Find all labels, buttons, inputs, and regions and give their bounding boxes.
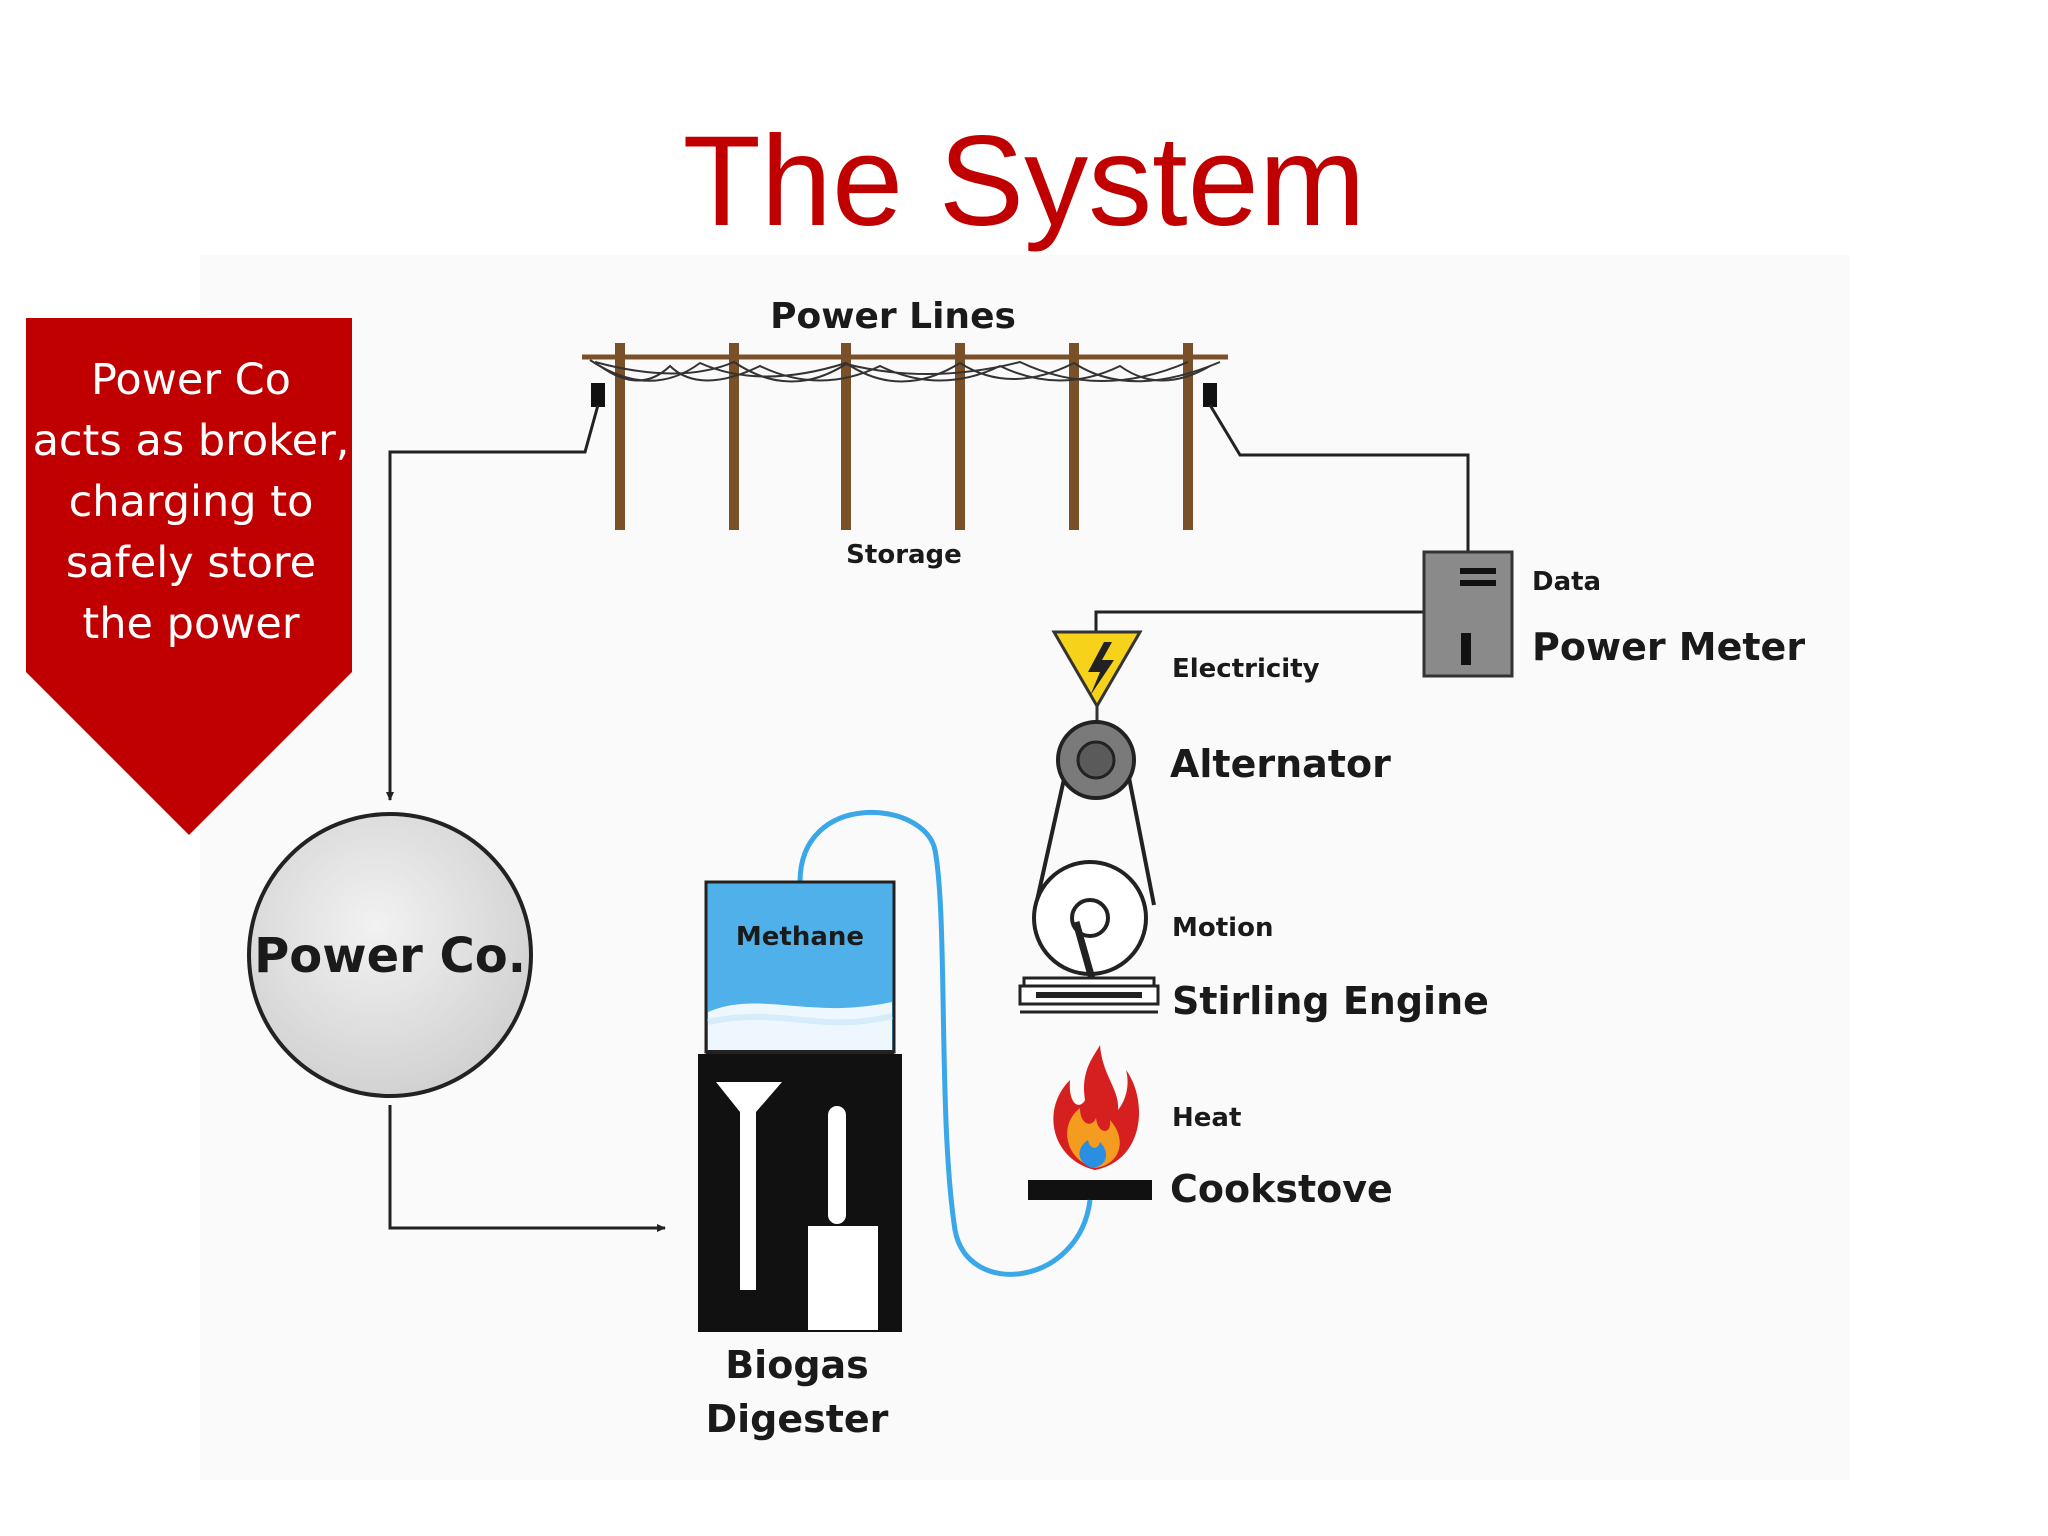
callout-line: safely store — [65, 538, 317, 588]
callout-line: Power Co — [90, 355, 291, 405]
wire-lines-to-meter — [1208, 404, 1470, 552]
label-data: Data — [1532, 567, 1601, 597]
biogas-digester-icon — [698, 880, 902, 1332]
label-alternator: Alternator — [1170, 742, 1391, 786]
wire-lines-to-powerco — [386, 404, 600, 801]
label-heat: Heat — [1172, 1103, 1241, 1133]
callout-line: acts as broker, — [32, 416, 350, 466]
power-co-node — [247, 812, 533, 1098]
label-stirling-engine: Stirling Engine — [1172, 979, 1489, 1023]
label-power-co: Power Co. — [254, 928, 526, 984]
callout-line: the power — [82, 599, 300, 649]
alternator-icon — [1034, 720, 1156, 906]
methane-pipe — [797, 809, 1093, 1277]
power-lines — [582, 343, 1228, 530]
label-power-lines: Power Lines — [770, 296, 1016, 337]
callout-shape — [26, 318, 352, 835]
cookstove-icon — [1028, 1180, 1152, 1200]
label-biogas: Biogas — [725, 1343, 869, 1387]
stirling-engine-icon — [1018, 860, 1160, 1014]
label-motion: Motion — [1172, 913, 1273, 943]
label-digester: Digester — [706, 1397, 889, 1441]
label-electricity: Electricity — [1172, 654, 1320, 684]
power-meter-icon — [1422, 550, 1514, 678]
wire-powerco-to-digester — [388, 1105, 666, 1232]
label-methane: Methane — [736, 922, 864, 952]
callout-text: Power Co acts as broker, charging to saf… — [26, 350, 356, 655]
slide-title: The System — [682, 110, 1366, 253]
label-power-meter: Power Meter — [1532, 625, 1805, 669]
callout-line: charging to — [68, 477, 314, 527]
label-storage: Storage — [846, 540, 962, 570]
label-cookstove: Cookstove — [1170, 1167, 1393, 1211]
flame-icon — [1053, 1045, 1140, 1170]
